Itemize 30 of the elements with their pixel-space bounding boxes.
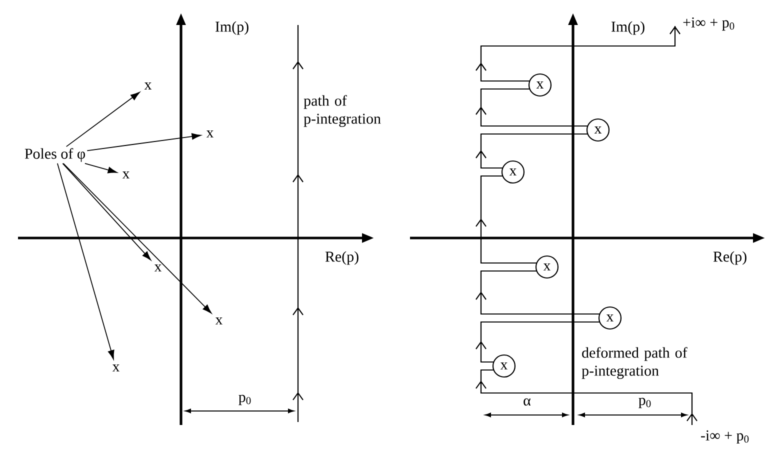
pole-mark: x [122,172,130,178]
text-label: path of p-integration [304,95,381,127]
dimension-label: p$_{0}$ [638,398,651,408]
dimension-label: α [524,398,531,406]
axis-label: Re(p) [325,251,358,265]
text-label: -i∞ + p$_{0}$ [701,430,749,444]
pole-mark: x [206,130,214,138]
circled-pole: x [528,73,552,97]
circled-pole: x [492,354,516,378]
arrow [84,162,118,174]
arrow [62,162,152,260]
pole-mark: x [144,82,152,90]
circled-pole: x [586,118,610,142]
pole-mark: x [112,364,120,372]
axis-label: Re(p) [713,251,746,265]
axis-label: Im(p) [215,21,248,35]
arrow [56,162,114,360]
circled-pole: x [598,306,622,330]
arrow [86,133,202,152]
text-label: deformed path of p-integration [582,347,688,379]
pole-mark: x [215,318,223,324]
axis-label: Im(p) [611,21,644,35]
arrow [62,162,212,314]
text-label: +i∞ + p$_{0}$ [683,17,734,31]
pole-mark: x [154,264,162,272]
circled-pole: x [501,160,525,184]
dimension-label: p$_{0}$ [238,394,251,406]
circled-pole: x [535,255,559,279]
arrow [66,92,140,148]
callout-label: Poles of φ [24,148,85,162]
